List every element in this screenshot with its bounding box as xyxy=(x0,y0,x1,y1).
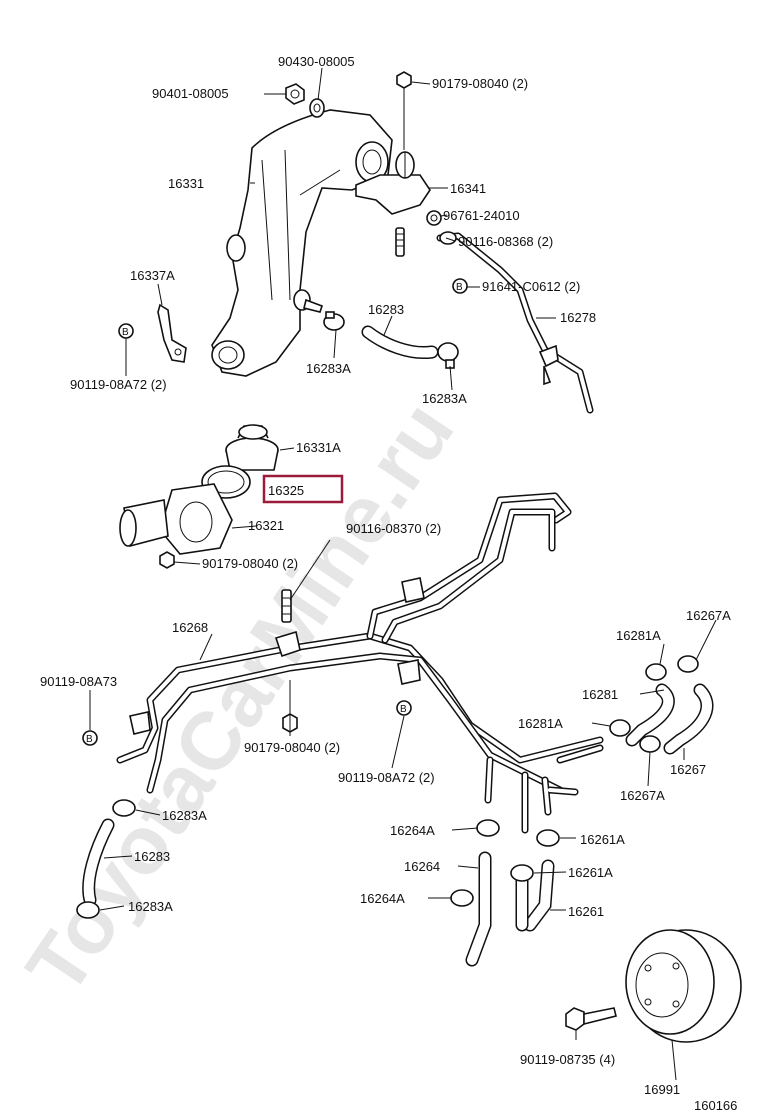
label-16264a-top: 16264A xyxy=(390,823,435,838)
bracket-16337a[interactable] xyxy=(157,303,187,363)
figure-number: 160166 xyxy=(694,1098,737,1112)
clamp-16264a-top[interactable] xyxy=(476,819,500,837)
label-90401-08005: 90401-08005 xyxy=(152,86,229,101)
label-16264a-bottom: 16264A xyxy=(360,891,405,906)
thermostat-16331a[interactable] xyxy=(225,424,279,471)
label-16283-top: 16283 xyxy=(368,302,404,317)
gasket-90430-08005[interactable] xyxy=(309,98,325,118)
highlight-box-16325 xyxy=(262,474,344,504)
clamp-16281a-top[interactable] xyxy=(645,663,667,681)
bolt-marker-label: B xyxy=(86,734,93,745)
label-16267: 16267 xyxy=(670,762,706,777)
label-16283a-low-top: 16283A xyxy=(162,808,207,823)
hose-16281[interactable] xyxy=(625,683,675,747)
label-16261a-mid: 16261A xyxy=(568,865,613,880)
label-16283a-top-right: 16283A xyxy=(422,391,467,406)
label-16325: 16325 xyxy=(268,483,304,498)
label-16283a-top-left: 16283A xyxy=(306,361,351,376)
stud-90116-08370[interactable] xyxy=(281,589,292,623)
bolt-90179-08040-top[interactable] xyxy=(396,71,412,150)
clamp-16264a-bottom[interactable] xyxy=(450,889,474,907)
label-96761-24010: 96761-24010 xyxy=(443,208,520,223)
clamp-16267a-low[interactable] xyxy=(639,735,661,753)
label-16278: 16278 xyxy=(560,310,596,325)
label-16264: 16264 xyxy=(404,859,440,874)
nut-90401-08005[interactable] xyxy=(285,83,305,105)
clamp-16283a-top-left[interactable] xyxy=(323,311,345,331)
bolt-marker-label: B xyxy=(400,704,407,715)
label-90430-08005: 90430-08005 xyxy=(278,54,355,69)
label-90179-08040-low: 90179-08040 (2) xyxy=(244,740,340,755)
label-16267a-top: 16267A xyxy=(686,608,731,623)
bolt-marker-center: B xyxy=(396,700,412,716)
clamp-16261a-mid[interactable] xyxy=(510,864,534,882)
gasket-96761-24010[interactable] xyxy=(426,210,442,226)
label-16341: 16341 xyxy=(450,181,486,196)
water-inlet-housing-16331[interactable] xyxy=(211,109,393,377)
bolt-marker-label: B xyxy=(122,327,129,338)
label-90119-08735: 90119-08735 (4) xyxy=(520,1052,615,1067)
clamp-16261a-top[interactable] xyxy=(536,829,560,847)
label-16321: 16321 xyxy=(248,518,284,533)
bolt-90179-08040-mid[interactable] xyxy=(159,551,175,569)
hose-16283-low[interactable] xyxy=(82,818,115,907)
label-16261: 16261 xyxy=(568,904,604,919)
label-90179-08040-mid: 90179-08040 (2) xyxy=(202,556,298,571)
pulley-16991[interactable] xyxy=(625,929,742,1043)
clamp-16283a-low-bottom[interactable] xyxy=(76,901,100,919)
label-90119-08a72-low: 90119-08A72 (2) xyxy=(338,770,435,785)
label-16281a-top: 16281A xyxy=(616,628,661,643)
leader-lines xyxy=(89,67,717,1081)
clamp-16267a-top[interactable] xyxy=(677,655,699,673)
pipe-16278[interactable] xyxy=(436,231,594,414)
clamp-16283a-low-top[interactable] xyxy=(112,799,136,817)
stud-90116-08368[interactable] xyxy=(395,227,405,257)
label-90116-08368: 90116-08368 (2) xyxy=(458,234,553,249)
label-90179-08040-top: 90179-08040 (2) xyxy=(432,76,528,91)
label-16261a-top: 16261A xyxy=(580,832,625,847)
label-16337a: 16337A xyxy=(130,268,175,283)
label-16268: 16268 xyxy=(172,620,208,635)
bolt-marker-top-left: B xyxy=(118,323,134,339)
bolt-marker-top-right: B xyxy=(452,278,468,294)
label-90119-08a72-top: 90119-08A72 (2) xyxy=(70,377,167,392)
hose-16264[interactable] xyxy=(465,851,492,967)
label-16283-low: 16283 xyxy=(134,849,170,864)
hose-16283-top[interactable] xyxy=(361,325,439,360)
label-16281a-mid: 16281A xyxy=(518,716,563,731)
pipe-assembly-16268[interactable] xyxy=(116,492,604,834)
label-16331: 16331 xyxy=(168,176,204,191)
label-16267a-low: 16267A xyxy=(620,788,665,803)
hose-16261[interactable] xyxy=(515,859,555,932)
clamp-16281a-mid[interactable] xyxy=(609,719,631,737)
label-91641-c0612: 91641-C0612 (2) xyxy=(482,279,580,294)
bolt-90119-08735[interactable] xyxy=(565,1007,617,1031)
hose-16267[interactable] xyxy=(663,683,714,755)
label-90116-08370: 90116-08370 (2) xyxy=(346,521,441,536)
clamp-16283a-top-right[interactable] xyxy=(437,342,459,369)
label-90119-08a73: 90119-08A73 xyxy=(40,674,117,689)
label-16331a: 16331A xyxy=(296,440,341,455)
label-16991: 16991 xyxy=(644,1082,680,1097)
bracket-16341[interactable] xyxy=(355,151,431,215)
bolt-marker-left: B xyxy=(82,730,98,746)
label-16281: 16281 xyxy=(582,687,618,702)
label-16283a-low-bottom: 16283A xyxy=(128,899,173,914)
water-inlet-16321[interactable] xyxy=(119,483,233,555)
bolt-marker-label: B xyxy=(456,282,463,293)
